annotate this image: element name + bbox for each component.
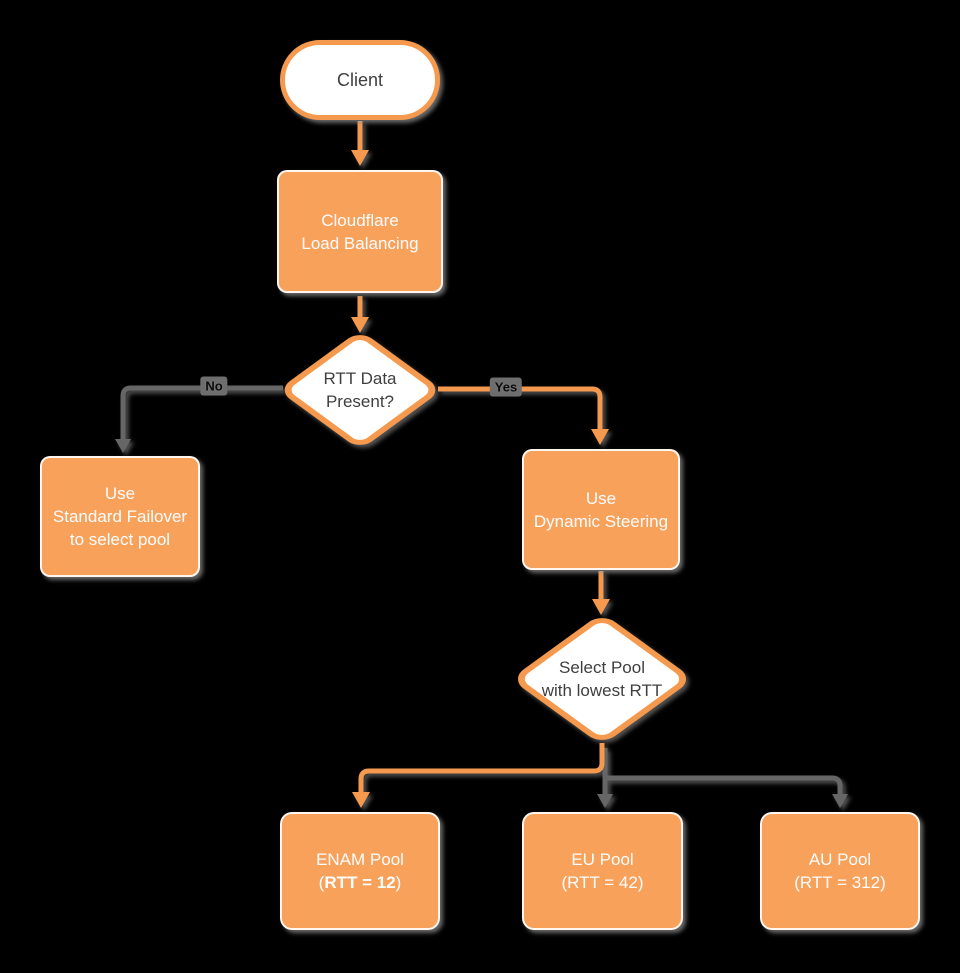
node-dynamic-steering-label: Use Dynamic Steering <box>533 488 669 531</box>
arrowhead-no-branch <box>115 439 131 453</box>
node-enam-pool: ENAM Pool (RTT = 12) <box>280 812 440 930</box>
select-pool-diamond-shape <box>517 618 687 740</box>
node-standard-failover-label: Use Standard Failover to select pool <box>52 484 188 549</box>
node-standard-failover: Use Standard Failover to select pool <box>40 456 200 577</box>
enam-pool-rtt: (RTT = 12) <box>319 871 402 894</box>
node-cloudflare-label: Cloudflare Load Balancing <box>301 210 419 253</box>
node-au-pool: AU Pool (RTT = 312) <box>760 812 920 930</box>
arrowhead-yes-branch <box>591 429 609 445</box>
edge-to-enam-pool <box>358 743 605 792</box>
eu-pool-title: EU Pool <box>571 850 634 869</box>
gray-edges <box>120 385 843 794</box>
enam-pool-title: ENAM Pool <box>316 850 404 869</box>
edge-label-yes: Yes <box>489 377 523 397</box>
edge-label-no: No <box>200 376 228 396</box>
node-eu-pool: EU Pool (RTT = 42) <box>522 812 683 930</box>
arrowhead-enam-pool <box>352 792 370 808</box>
edge-yes-branch <box>438 386 603 429</box>
edge-to-au-pool <box>605 775 843 794</box>
node-dynamic-steering: Use Dynamic Steering <box>522 449 680 570</box>
enam-rtt-close-paren: ) <box>395 873 402 892</box>
au-pool-rtt: (RTT = 312) <box>794 873 886 892</box>
enam-rtt-open-paren: ( <box>318 873 325 892</box>
arrowhead-lb-to-decision <box>351 317 369 333</box>
node-rtt-decision-label: RTT Data Present? <box>323 369 397 411</box>
gray-arrowheads <box>115 439 848 808</box>
au-pool-title: AU Pool <box>808 850 872 869</box>
arrowhead-steering-to-decision <box>592 599 610 615</box>
arrowhead-eu-pool <box>597 794 613 808</box>
node-client-label: Client <box>336 69 384 90</box>
node-client: Client <box>280 40 440 120</box>
node-cloudflare-load-balancing: Cloudflare Load Balancing <box>277 170 443 293</box>
edge-no-branch <box>120 385 283 440</box>
eu-pool-rtt: (RTT = 42) <box>561 873 644 892</box>
orange-edges <box>357 121 605 792</box>
arrowhead-au-pool <box>832 794 848 808</box>
rtt-decision-diamond-shape <box>284 335 436 445</box>
node-select-pool-label: Select Pool with lowest RTT <box>541 658 663 700</box>
orange-arrowheads <box>351 150 610 808</box>
enam-rtt-value: RTT = 12 <box>324 873 396 892</box>
arrowhead-client-to-lb <box>351 150 369 166</box>
